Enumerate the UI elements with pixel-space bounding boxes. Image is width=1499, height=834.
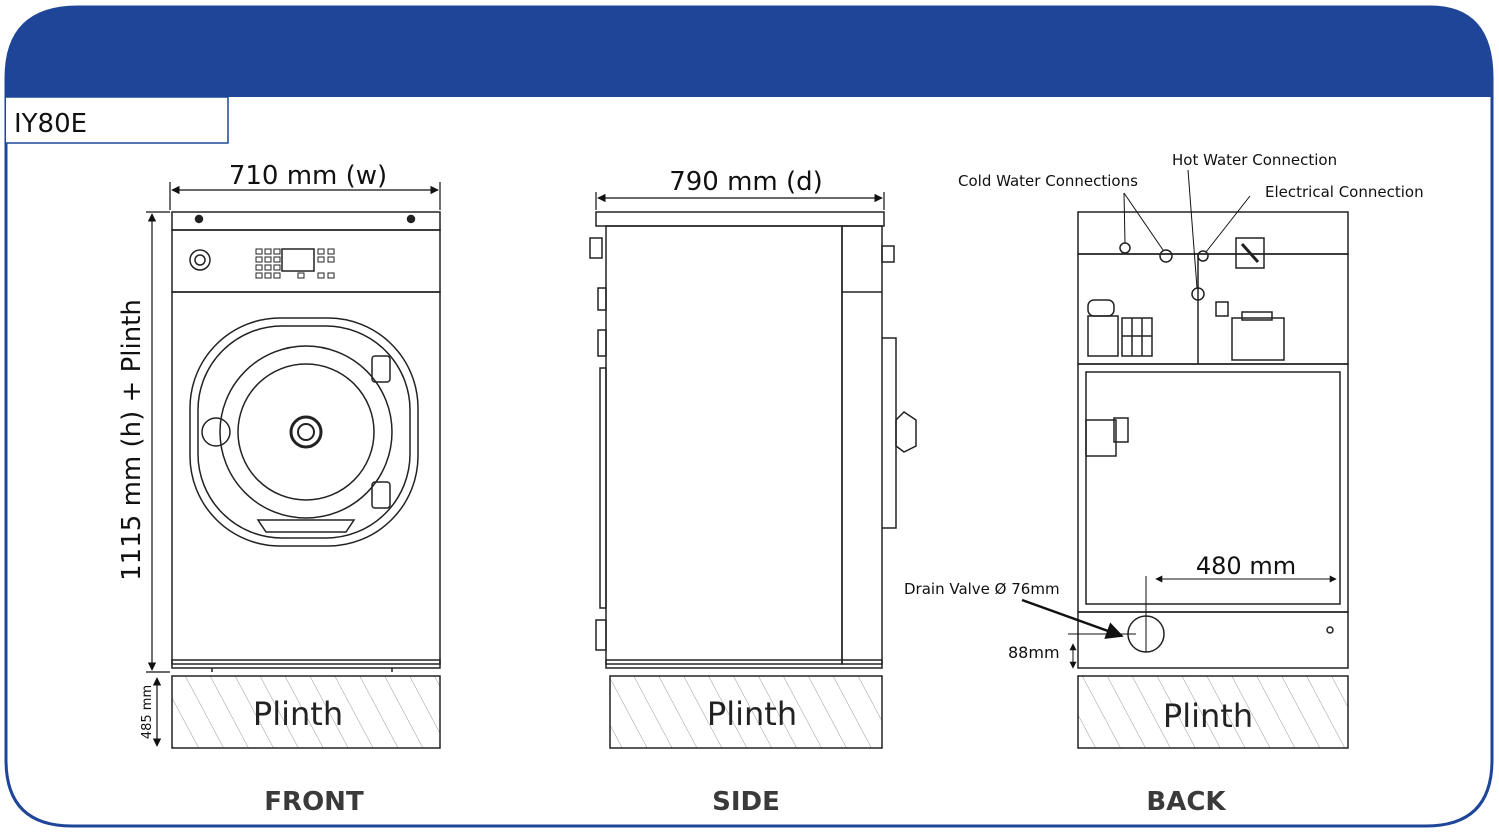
drain-height-label: 88mm [1008,643,1060,662]
back-component-top [1241,311,1273,321]
side-door-handle [895,411,917,453]
front-top-screw-left [194,214,204,224]
door-hinge-top [371,355,391,383]
door-hinge-bottom [371,481,391,509]
side-door-profile [882,337,897,529]
front-body [171,291,441,665]
side-rear-panel [841,225,883,665]
plinth-side [609,675,883,749]
door-handle [201,417,231,447]
side-rear-box [595,619,607,651]
hot-leader [1187,169,1198,289]
main-switch [1235,237,1265,269]
plinth-side-label: Plinth [707,695,797,733]
side-body [605,225,843,665]
plinth-front [171,675,441,749]
view-label-back: BACK [1146,787,1226,817]
cold-leader-2 [1123,192,1164,251]
keypad-left [255,248,281,279]
side-top-rail [595,211,885,227]
back-relay-box [1121,317,1153,357]
front-dimensions [146,182,441,747]
cold-water-inlet-1 [1119,242,1131,254]
view-label-side: SIDE [712,787,780,817]
emergency-stop-icon [189,249,211,271]
hot-water-label: Hot Water Connection [1172,151,1337,169]
back-component-box [1231,317,1285,361]
cold-water-label: Cold Water Connections [958,172,1138,190]
back-connector-grid [1087,315,1119,357]
side-connector-2 [597,329,607,357]
width-label: 710 mm (w) [229,161,387,191]
door-frame-inner [197,325,411,539]
side-dimensions [595,192,885,210]
front-view [171,211,441,749]
drain-offset-label: 480 mm [1196,552,1296,580]
front-top-screw-right [406,214,416,224]
back-callouts [1068,169,1337,669]
front-base [171,659,441,669]
side-connector-1 [597,287,607,311]
plinth-front-label: Plinth [253,695,343,733]
plinth-back-label: Plinth [1163,697,1253,735]
door-glass [237,363,375,501]
emergency-stop-inner [194,254,206,266]
front-top-strip [171,211,441,231]
height-label: 1115 mm (h) + Plinth [117,299,147,581]
drain-solenoid-cap [1113,417,1129,443]
main-switch-handle [1240,243,1260,263]
side-base [605,659,883,669]
door-knob [289,415,323,449]
plinth-height-label: 485 mm [140,685,155,739]
back-terminal-block [1087,299,1115,317]
door-knob-center [297,423,315,441]
back-view [1077,211,1349,749]
plinth-back [1077,675,1349,749]
view-label-front: FRONT [264,787,364,817]
side-view [589,211,917,749]
front-control-panel [171,229,441,293]
door-glass-outer [219,345,393,519]
drain-solenoid [1085,419,1117,457]
back-small-box [1215,301,1229,317]
drain-valve-label: Drain Valve Ø 76mm [904,580,1060,598]
model-tab [6,96,229,144]
drain-valve-pointer [1021,598,1124,639]
page-frame [4,5,1494,828]
depth-label: 790 mm (d) [669,167,823,197]
hot-water-inlet [1191,287,1205,301]
back-top-section [1077,211,1349,255]
back-bolt [1326,626,1334,634]
cold-water-inlet-2 [1159,249,1173,263]
electrical-label: Electrical Connection [1265,183,1424,201]
cold-leader-1 [1123,192,1126,244]
model-label: IY80E [14,109,87,139]
electrical-inlet [1197,250,1209,262]
door-frame [189,317,419,547]
side-left-panel [599,367,607,609]
electrical-leader [1205,195,1251,253]
door-bottom-latch [256,519,356,533]
back-bottom-section [1077,611,1349,669]
side-rear-stub [881,245,895,263]
keypad-right [297,248,335,279]
header-band [6,7,1492,97]
display-screen [281,248,315,272]
back-middle-inner [1085,371,1341,605]
side-control-knob [589,237,603,259]
